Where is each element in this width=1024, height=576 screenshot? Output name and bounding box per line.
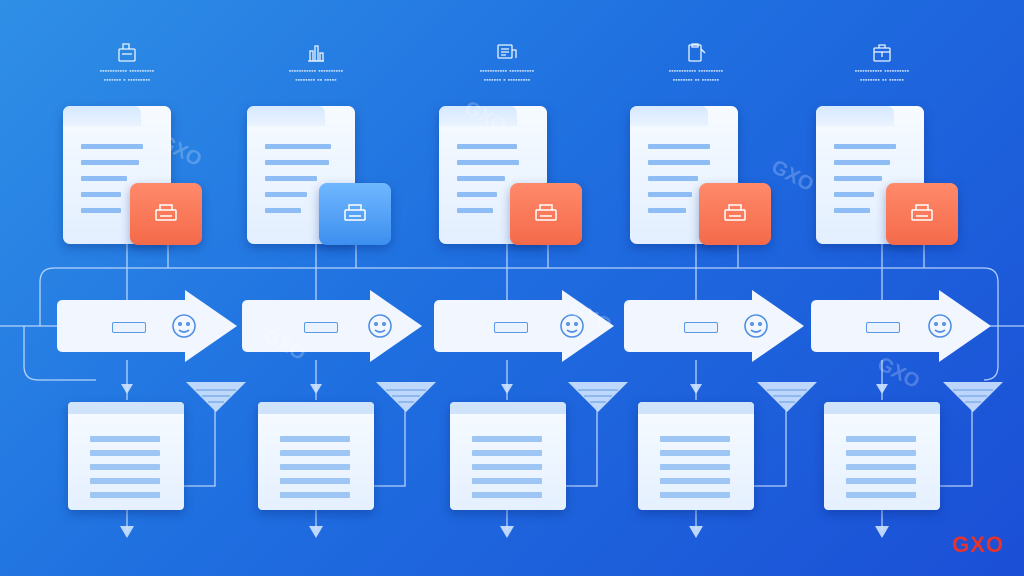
document-lines	[457, 144, 519, 224]
printer-icon	[911, 204, 933, 221]
output-card-4	[638, 402, 754, 510]
badge-2	[319, 183, 391, 245]
output-card-5	[824, 402, 940, 510]
progress-pill	[304, 322, 338, 333]
badge-5	[886, 183, 958, 245]
face-scan-icon	[172, 314, 196, 338]
badge-3	[510, 183, 582, 245]
printer-icon	[535, 204, 557, 221]
printer-icon	[724, 204, 746, 221]
document-lines	[648, 144, 710, 224]
output-lines	[846, 436, 916, 506]
document-tab	[630, 106, 708, 126]
funnel-icon	[757, 382, 817, 412]
face-scan-icon	[744, 314, 768, 338]
process-step-2: ▪▪▪▪▪▪▪▪▪▪▪ ▪▪▪▪▪▪▪▪▪▪ ▪▪▪▪▪▪▪▪ ▪▪ ▪▪▪▪▪	[216, 0, 416, 576]
step-caption-2: ▪▪▪▪▪▪▪ ▪ ▪▪▪▪▪▪▪▪▪	[103, 77, 151, 84]
document-lines	[834, 144, 896, 224]
output-card-header	[638, 402, 754, 414]
step-caption-1: ▪▪▪▪▪▪▪▪▪▪▪ ▪▪▪▪▪▪▪▪▪▪	[288, 68, 344, 75]
progress-pill	[112, 322, 146, 333]
badge-1	[130, 183, 202, 245]
step-caption-2: ▪▪▪▪▪▪▪▪ ▪▪ ▪▪▪▪▪▪▪	[672, 77, 720, 84]
step-caption-2: ▪▪▪▪▪▪▪▪ ▪▪ ▪▪▪▪▪	[295, 77, 337, 84]
document-tab	[247, 106, 325, 126]
step-caption-2: ▪▪▪▪▪▪▪ ▪ ▪▪▪▪▪▪▪▪▪	[483, 77, 531, 84]
bar-chart-icon	[308, 45, 324, 62]
document-stack-icon	[118, 43, 136, 62]
document-tab	[63, 106, 141, 126]
funnel-icon	[568, 382, 628, 412]
funnel-icon	[376, 382, 436, 412]
process-step-4: ▪▪▪▪▪▪▪▪▪▪▪ ▪▪▪▪▪▪▪▪▪▪ ▪▪▪▪▪▪▪▪ ▪▪ ▪▪▪▪▪…	[596, 0, 796, 576]
process-step-3: ▪▪▪▪▪▪▪▪▪▪▪ ▪▪▪▪▪▪▪▪▪▪ ▪▪▪▪▪▪▪ ▪ ▪▪▪▪▪▪▪…	[407, 0, 607, 576]
package-icon	[873, 44, 891, 62]
document-lines	[81, 144, 143, 224]
process-arrow-5	[811, 290, 991, 362]
clipboard-icon	[688, 43, 706, 62]
document-tab	[439, 106, 517, 126]
printer-icon	[155, 204, 177, 221]
step-caption-1: ▪▪▪▪▪▪▪▪▪▪▪ ▪▪▪▪▪▪▪▪▪▪	[668, 68, 724, 75]
badge-4	[699, 183, 771, 245]
step-caption-2: ▪▪▪▪▪▪▪▪ ▪▪ ▪▪▪▪▪▪	[859, 77, 905, 84]
output-card-header	[824, 402, 940, 414]
output-lines	[660, 436, 730, 506]
face-scan-icon	[368, 314, 392, 338]
face-scan-icon	[560, 314, 584, 338]
document-tab	[816, 106, 894, 126]
printer-icon	[344, 204, 366, 221]
progress-pill	[684, 322, 718, 333]
output-card-3	[450, 402, 566, 510]
output-card-header	[68, 402, 184, 414]
output-card-1	[68, 402, 184, 510]
step-caption-1: ▪▪▪▪▪▪▪▪▪▪▪ ▪▪▪▪▪▪▪▪▪▪	[479, 68, 535, 75]
process-arrow-1	[57, 290, 237, 362]
progress-pill	[494, 322, 528, 333]
output-card-2	[258, 402, 374, 510]
document-card-4	[630, 106, 738, 244]
brand-logo: GXO	[952, 532, 1004, 557]
output-lines	[280, 436, 350, 506]
funnel-icon	[186, 382, 246, 412]
step-caption-1: ▪▪▪▪▪▪▪▪▪▪▪ ▪▪▪▪▪▪▪▪▪▪	[99, 68, 155, 75]
process-step-5: ▪▪▪▪▪▪▪▪▪▪▪ ▪▪▪▪▪▪▪▪▪▪ ▪▪▪▪▪▪▪▪ ▪▪ ▪▪▪▪▪…	[782, 0, 982, 576]
step-caption-1: ▪▪▪▪▪▪▪▪▪▪▪ ▪▪▪▪▪▪▪▪▪▪	[854, 68, 910, 75]
process-step-1: ▪▪▪▪▪▪▪▪▪▪▪ ▪▪▪▪▪▪▪▪▪▪ ▪▪▪▪▪▪▪ ▪ ▪▪▪▪▪▪▪…	[27, 0, 227, 576]
output-card-header	[450, 402, 566, 414]
document-lines	[265, 144, 331, 224]
funnel-icon	[943, 382, 1003, 412]
progress-pill	[866, 322, 900, 333]
monitor-chart-icon	[497, 44, 517, 59]
face-scan-icon	[928, 314, 952, 338]
output-lines	[472, 436, 542, 506]
output-lines	[90, 436, 160, 506]
output-card-header	[258, 402, 374, 414]
